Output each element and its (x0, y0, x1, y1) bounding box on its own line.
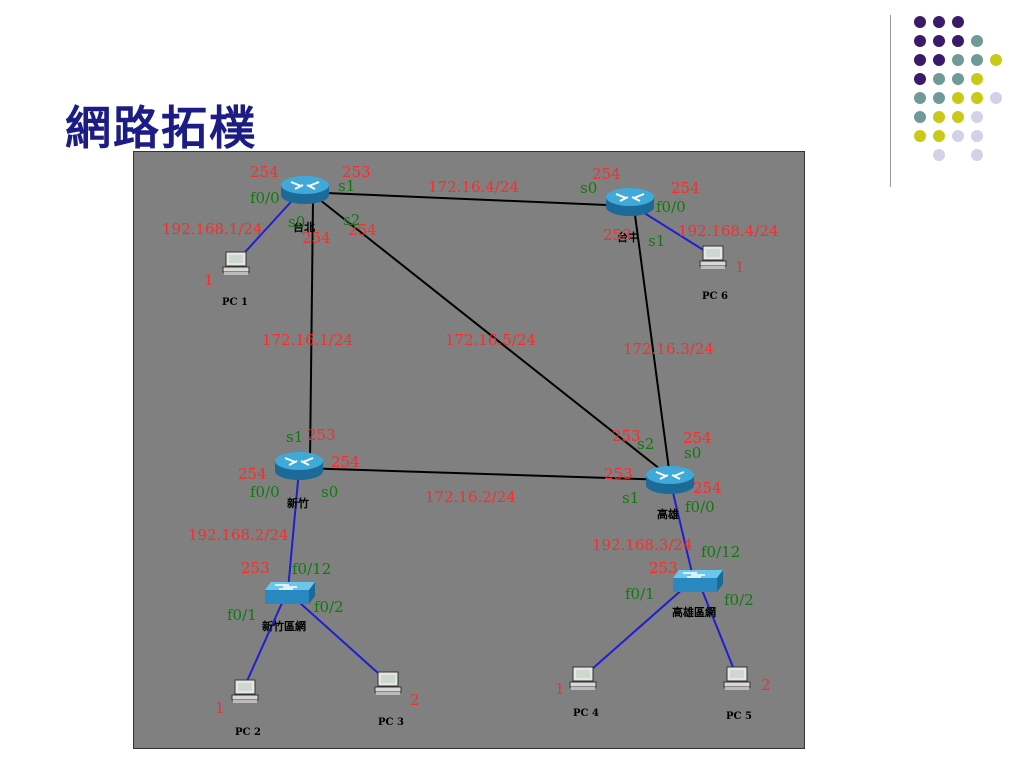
link-taipei-pc1 (235, 191, 301, 263)
iface-hsinchu-f00: f0/0 (250, 483, 280, 501)
label-switch-kaohsiung: 高雄區網 (672, 605, 716, 619)
label-lan-192-168-3: 192.168.3/24 (592, 536, 692, 554)
label-pc6: PC 6 (702, 291, 728, 302)
host-hsinchu-f00: 254 (238, 465, 267, 483)
iface-switch-hsinchu-f01: f0/1 (227, 606, 257, 624)
iface-kaohsiung-f00: f0/0 (685, 498, 715, 516)
host-taichung-s0: 254 (592, 165, 621, 183)
iface-switch-kaohsiung-f01: f0/1 (625, 585, 655, 603)
label-net-172-16-2: 172.16.2/24 (425, 488, 516, 506)
iface-taipei-f00: f0/0 (250, 189, 280, 207)
link-switch-pc5 (697, 579, 738, 678)
pc1-icon (222, 251, 250, 276)
pc2-icon (231, 679, 259, 704)
label-pc5: PC 5 (726, 711, 752, 722)
iface-taipei-s0: s0 (288, 213, 305, 231)
router-taipei-icon (280, 175, 330, 205)
host-switch-kaohsiung: 253 (649, 559, 678, 577)
label-router-kaohsiung: 高雄 (657, 507, 679, 521)
host-pc6: 1 (735, 258, 745, 276)
router-taichung-icon (605, 187, 655, 217)
iface-taichung-s1: s1 (648, 232, 665, 250)
link-switch-pc2 (242, 593, 287, 691)
host-taipei-s1: 253 (342, 163, 371, 181)
label-lan-192-168-4: 192.168.4/24 (678, 222, 778, 240)
pc3-icon (374, 671, 402, 696)
host-taichung-f00: 254 (671, 179, 700, 197)
iface-switch-hsinchu-f02: f0/2 (314, 598, 344, 616)
iface-kaohsiung-s0: s0 (684, 444, 701, 462)
host-kaohsiung-s0: 254 (683, 429, 712, 447)
link-hsinchu-switch (287, 469, 300, 591)
host-pc2: 1 (215, 699, 225, 717)
iface-taichung-s0: s0 (580, 179, 597, 197)
label-lan-192-168-2: 192.168.2/24 (188, 526, 288, 544)
label-pc1: PC 1 (222, 297, 248, 308)
host-taipei-s2: 254 (348, 221, 377, 239)
pc6-icon (699, 245, 727, 270)
host-taichung-s1: 253 (603, 226, 632, 244)
host-switch-hsinchu: 253 (241, 559, 270, 577)
divider-line (890, 15, 891, 187)
iface-taipei-s1: s1 (338, 177, 355, 195)
host-kaohsiung-s2: 253 (612, 427, 641, 445)
host-taipei-f00: 254 (250, 163, 279, 181)
label-net-172-16-1: 172.16.1/24 (262, 331, 353, 349)
label-pc3: PC 3 (378, 717, 404, 728)
pc5-icon (723, 666, 751, 691)
switch-hsinchu-icon (264, 581, 316, 605)
label-router-hsinchu: 新竹 (287, 496, 309, 510)
host-hsinchu-s1: 253 (307, 426, 336, 444)
host-pc4: 1 (555, 680, 565, 698)
iface-taichung-f00: f0/0 (656, 198, 686, 216)
label-net-172-16-4: 172.16.4/24 (428, 178, 519, 196)
label-pc4: PC 4 (573, 708, 599, 719)
host-kaohsiung-s1: 253 (604, 465, 633, 483)
link-hsinchu-kaohsiung (299, 467, 671, 481)
link-taichung-kaohsiung (632, 199, 671, 478)
host-hsinchu-s0: 254 (331, 453, 360, 471)
host-taipei-s0: 254 (302, 229, 331, 247)
pc4-icon (569, 666, 597, 691)
link-taipei-hsinchu (309, 199, 314, 463)
link-switch-pc3 (289, 593, 389, 683)
topology-panel (133, 151, 805, 749)
link-switch-pc4 (582, 579, 694, 678)
label-router-taipei: 台北 (293, 220, 315, 234)
link-kaohsiung-switch (669, 479, 694, 578)
switch-kaohsiung-icon (672, 569, 724, 593)
link-taipei-taichung (301, 191, 631, 207)
router-hsinchu-icon (274, 451, 324, 481)
iface-kaohsiung-s2: s2 (637, 435, 654, 453)
label-net-172-16-5: 172.16.5/24 (445, 331, 536, 349)
link-taipei-kaohsiung (309, 191, 671, 478)
label-net-172-16-3: 172.16.3/24 (623, 340, 714, 358)
iface-switch-hsinchu-f012: f0/12 (292, 560, 331, 578)
iface-switch-kaohsiung-f02: f0/2 (724, 591, 754, 609)
iface-hsinchu-s1: s1 (286, 428, 303, 446)
page-title: 網路拓樸 (65, 101, 257, 155)
router-kaohsiung-icon (645, 465, 695, 495)
iface-kaohsiung-s1: s1 (622, 489, 639, 507)
serial-links (299, 191, 671, 481)
host-kaohsiung-f00: 254 (693, 479, 722, 497)
host-pc5: 2 (761, 676, 771, 694)
label-switch-hsinchu: 新竹區網 (262, 619, 306, 633)
host-pc1: 1 (204, 271, 214, 289)
iface-hsinchu-s0: s0 (321, 483, 338, 501)
iface-switch-kaohsiung-f012: f0/12 (701, 543, 740, 561)
label-pc2: PC 2 (235, 727, 261, 738)
label-router-taichung: 台中 (617, 230, 639, 244)
iface-taipei-s2: s2 (343, 211, 360, 229)
label-lan-192-168-1: 192.168.1/24 (162, 220, 262, 238)
host-pc3: 2 (410, 691, 420, 709)
